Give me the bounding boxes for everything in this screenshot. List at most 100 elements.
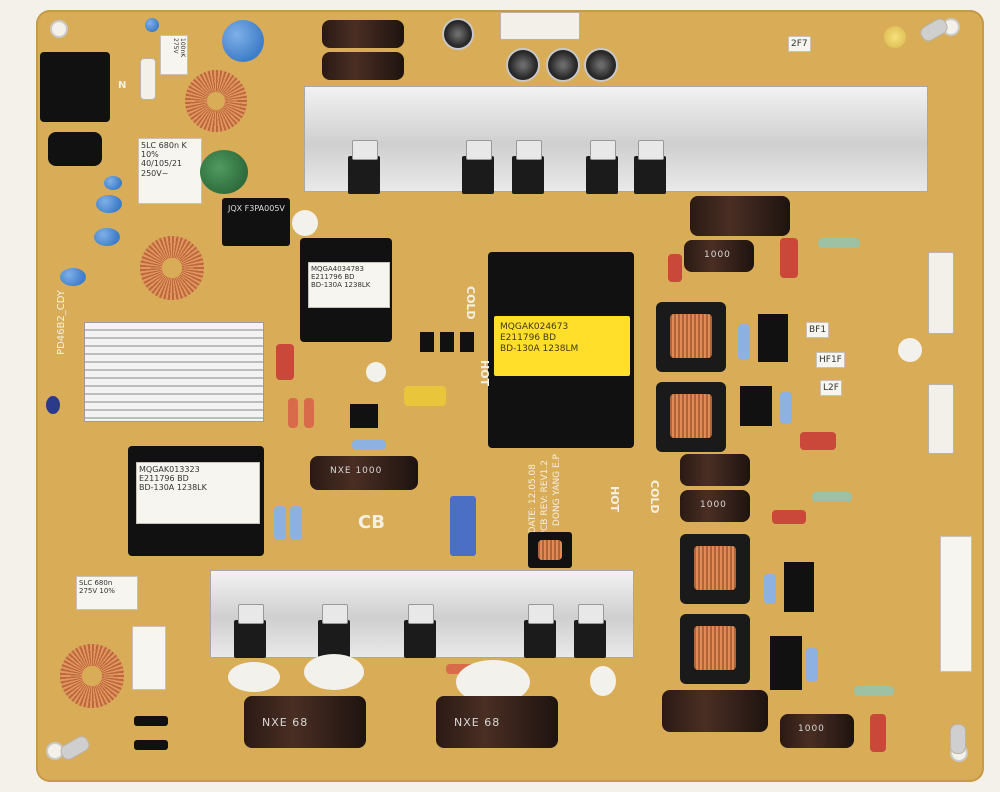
cap-vertical-4 [584, 48, 618, 82]
y-capacitor [222, 20, 264, 62]
mosfet-bottom-4 [524, 604, 556, 658]
redbox-1 [276, 344, 294, 380]
ac-connector-clip [48, 132, 102, 166]
resistor-10 [352, 440, 386, 450]
cap-right-2-label: 1000 [700, 500, 727, 510]
sticker-2f7: 2F7 [788, 36, 811, 53]
mosfet-small-1 [420, 332, 434, 352]
relay [222, 198, 290, 246]
redbox-3 [800, 432, 836, 450]
resistor-4 [738, 324, 750, 360]
mosfet-right-1 [758, 314, 788, 362]
cap-center [310, 456, 418, 490]
connector-top [500, 12, 580, 40]
bulk-cap-left-label: NXE 68 [262, 716, 309, 729]
mount-hole-tl [50, 20, 68, 38]
y-cap-small-1 [145, 18, 159, 32]
yellow-cap [404, 386, 446, 406]
bulk-cap-mid-label: NXE 68 [454, 716, 501, 729]
y-cap-small-5 [60, 268, 86, 286]
connector-right-2 [928, 384, 954, 454]
mosfet-top-5 [634, 140, 666, 194]
blue-box-cap [450, 496, 476, 556]
cap-right-3 [680, 490, 750, 522]
cold-mark-top: COLD [464, 286, 477, 320]
barcode-sticker [940, 536, 972, 672]
ic-small [350, 404, 378, 428]
inductor-small-winding [538, 540, 562, 560]
cap-right-top [690, 196, 790, 236]
connector-right-1 [928, 252, 954, 334]
varistor-green [200, 150, 248, 194]
white-button [898, 338, 922, 362]
hf1f-label: HF1F [816, 352, 845, 369]
bf1-label: BF1 [806, 322, 830, 339]
redbox-2 [780, 238, 798, 278]
mosfet-top-4 [586, 140, 618, 194]
cap-right-1 [684, 240, 754, 272]
terminal-bottom-right [950, 724, 966, 754]
mosfet-bottom-5 [574, 604, 606, 658]
cap-right-1-label: 1000 [704, 250, 731, 260]
dongyang-silk: DONG YANG E.P [552, 454, 562, 527]
mosfet-right-2 [740, 386, 772, 426]
resistor-1 [818, 238, 860, 248]
cb-mark: CB [358, 512, 385, 533]
ac-input-connector [40, 52, 110, 122]
cap-bottom-right [780, 714, 854, 748]
hot-mark-top: HOT [478, 360, 491, 387]
diode-bottom-1 [134, 716, 168, 726]
mosfet-top-1 [348, 140, 380, 194]
cap-right-bottom [662, 690, 768, 732]
glue-4 [590, 666, 616, 696]
y-cap-small-2 [104, 176, 122, 190]
x-cap-box-680n: 5LC 680n K 10% 40/105/21 250V~ [138, 138, 202, 204]
mosfet-bottom-1 [234, 604, 266, 658]
toroid-bottom-left [60, 644, 124, 708]
common-mode-choke-top [185, 70, 247, 132]
cap-center-label: NXE 1000 [330, 466, 383, 476]
diode-bottom-2 [134, 740, 168, 750]
coil-right-2-winding [670, 394, 712, 438]
bulk-cap-mid [436, 696, 558, 748]
mosfet-small-2 [440, 332, 454, 352]
pcb-rev-silk: PCB REV: REV1.2 [540, 460, 550, 537]
relay-label: JQX F3PA005V [228, 204, 285, 213]
resistor-8 [274, 506, 286, 540]
mosfet-small-3 [460, 332, 474, 352]
redbox-6 [668, 254, 682, 282]
heatsink-left [84, 322, 264, 422]
date-silk: DATE: 12.05.08 [528, 464, 538, 534]
blue-led [46, 396, 60, 414]
mosfet-top-2 [462, 140, 494, 194]
cap-box-bottom: SLC 680n 275V 10% [76, 576, 138, 610]
resistor-3 [854, 686, 894, 696]
coil-right-3-winding [694, 546, 736, 590]
l2f-label: L2F [820, 380, 842, 397]
cap-vertical-1 [442, 18, 474, 50]
bulk-cap-left [244, 696, 366, 748]
resistor-9 [290, 506, 302, 540]
resistor-5 [780, 392, 792, 424]
cap-vertical-3 [546, 48, 580, 82]
hot-mark-right: HOT [608, 486, 621, 513]
fuse [140, 58, 156, 100]
cold-mark-right: COLD [648, 480, 661, 514]
cap-vertical-2 [506, 48, 540, 82]
cap-bottom-right-label: 1000 [798, 724, 825, 734]
coil-right-4-winding [694, 626, 736, 670]
transformer-left-label: MQGAK013323 E211796 BD BD-130A 1238LK [136, 462, 260, 524]
mosfet-top-3 [512, 140, 544, 194]
glue-5 [292, 210, 318, 236]
resistor-6 [764, 574, 776, 604]
cap-box-bottom-2 [132, 626, 166, 690]
resistor-7 [806, 648, 818, 682]
n-mark: N [118, 80, 127, 91]
mosfet-right-4 [770, 636, 802, 690]
redbox-4 [772, 510, 806, 524]
glue-2 [304, 654, 364, 690]
resistor-11 [288, 398, 298, 428]
cap-top-1 [322, 20, 404, 48]
coil-right-1-winding [670, 314, 712, 358]
x-capacitor-box: 100nK 275V [160, 35, 188, 75]
